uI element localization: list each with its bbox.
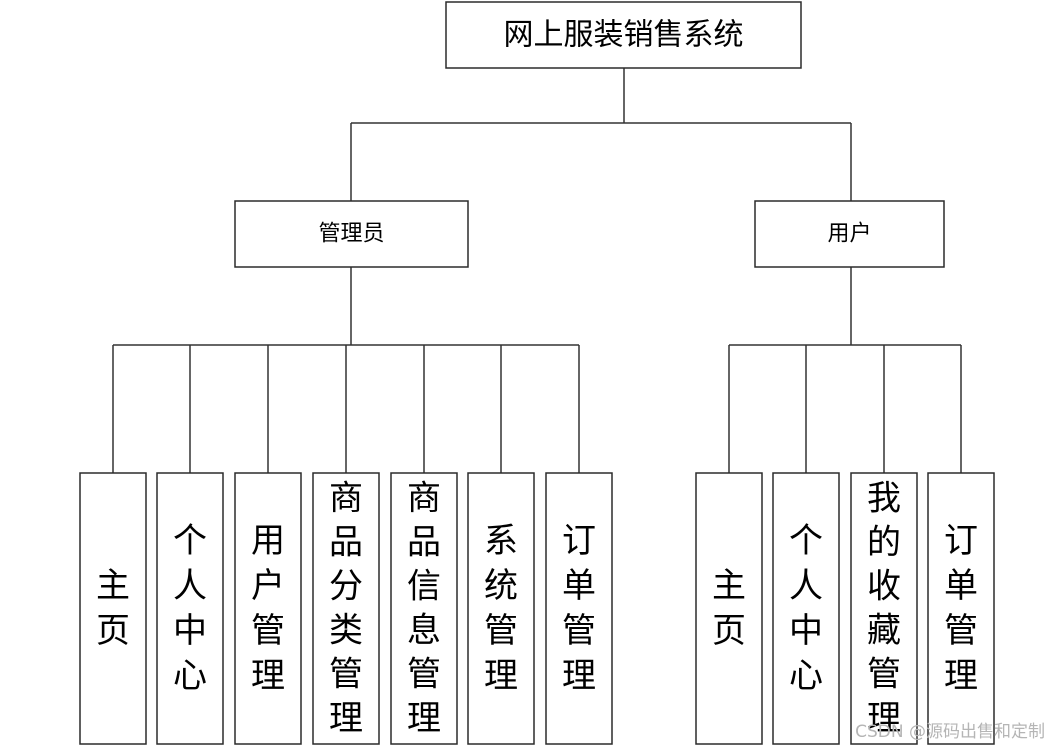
leaf-node — [390, 472, 458, 745]
leaf-node-label: 订单管理 — [944, 521, 978, 696]
leaf-node — [312, 472, 380, 745]
leaf-node-label: 用户管理 — [251, 521, 285, 696]
leaf-node — [156, 472, 224, 745]
csdn-watermark: CSDN @源码出售和定制 — [855, 722, 1045, 742]
leaf-node-label: 我的收藏管理 — [867, 479, 901, 739]
root-node-label: 网上服装销售系统 — [504, 18, 744, 53]
leaf-node — [772, 472, 840, 745]
root-node — [445, 1, 802, 69]
group-node-label: 用户 — [827, 222, 871, 247]
leaf-node-label: 订单管理 — [562, 521, 596, 696]
leaf-node-label: 商品信息管理 — [407, 479, 441, 739]
leaf-node — [79, 472, 147, 745]
leaf-node-label: 个人中心 — [789, 521, 823, 696]
leaf-node-label: 主页 — [712, 566, 746, 651]
leaf-node — [695, 472, 763, 745]
leaf-node-label: 主页 — [96, 566, 130, 651]
leaf-node-label: 个人中心 — [173, 521, 207, 696]
group-node — [754, 200, 945, 268]
leaf-node-label: 商品分类管理 — [329, 479, 363, 739]
leaf-node — [467, 472, 535, 745]
leaf-node-label: 系统管理 — [484, 521, 518, 696]
leaf-node — [850, 472, 918, 745]
leaf-node — [234, 472, 302, 745]
group-node-label: 管理员 — [318, 222, 384, 247]
group-node — [234, 200, 469, 268]
leaf-node — [927, 472, 995, 745]
leaf-node — [545, 472, 613, 745]
connector-lines — [112, 68, 962, 473]
